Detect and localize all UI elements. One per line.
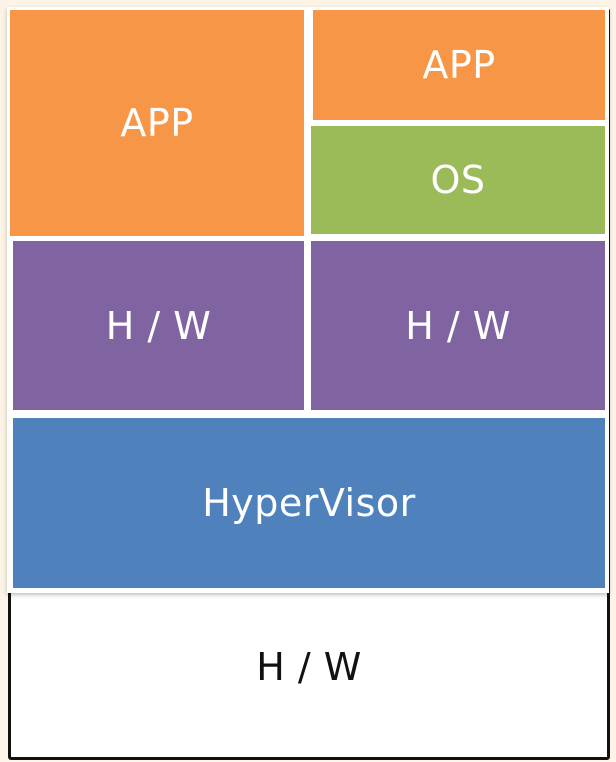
os-block-right: OS	[311, 126, 605, 234]
os-label-right: OS	[430, 158, 486, 202]
app-label-left: APP	[120, 101, 194, 145]
app-block-left: APP	[10, 10, 304, 236]
hypervisor-label: HyperVisor	[202, 481, 416, 525]
physical-hardware-label: H / W	[256, 645, 362, 689]
virtual-hardware-block-left: H / W	[13, 241, 304, 410]
virtual-hardware-label-left: H / W	[105, 303, 212, 348]
virtual-hardware-label-right: H / W	[405, 303, 511, 348]
app-label-right: APP	[422, 43, 496, 87]
hypervisor-block: HyperVisor	[13, 418, 605, 588]
virtual-hardware-block-right: H / W	[311, 241, 605, 410]
app-block-right: APP	[313, 10, 605, 120]
